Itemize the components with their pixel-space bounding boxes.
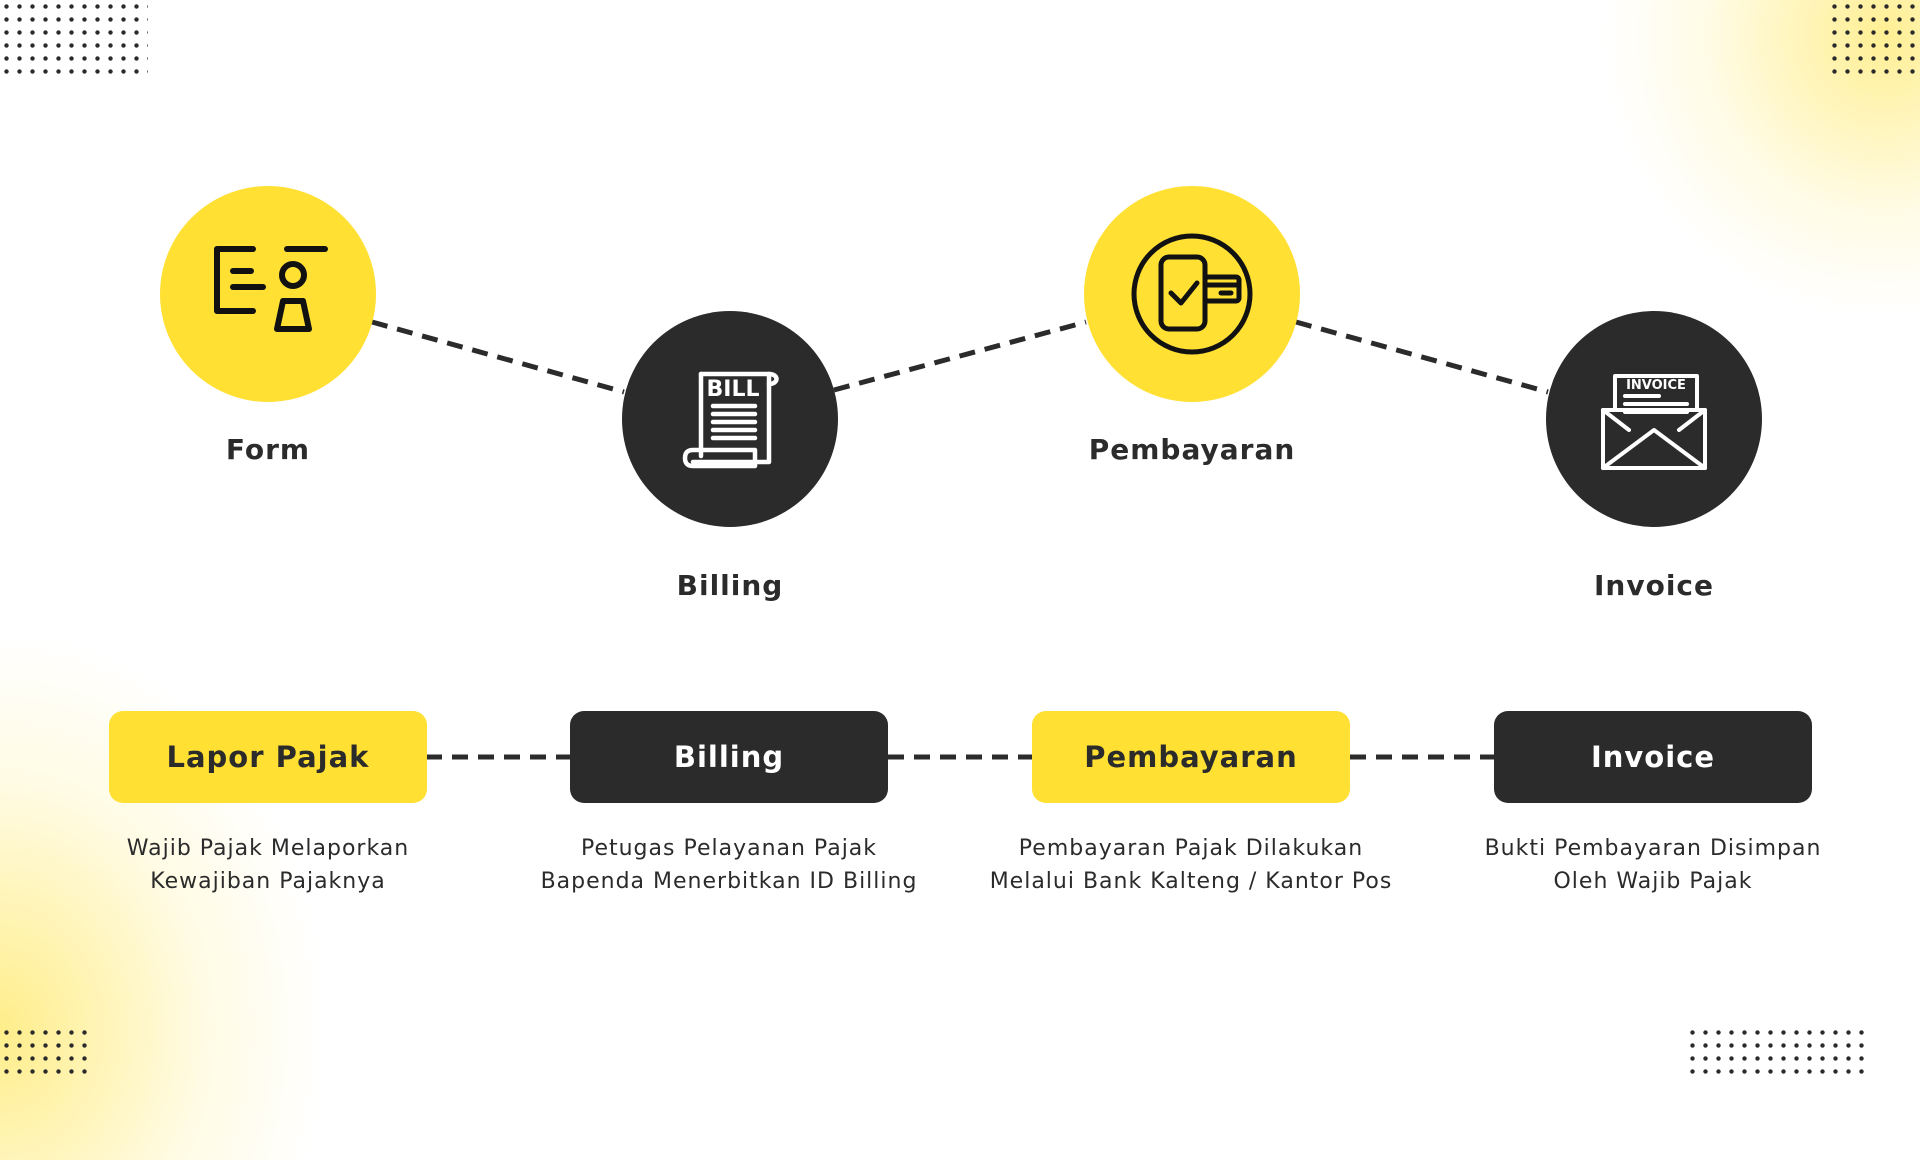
desc-line: Pembayaran Pajak Dilakukan [1018, 836, 1364, 861]
desc-line: Bukti Pembayaran Disimpan [1484, 836, 1822, 861]
connector-lines [371, 319, 1549, 760]
desc-line: Petugas Pelayanan Pajak [580, 836, 878, 861]
timeline-pill-lapor-pajak: Lapor Pajak [109, 711, 427, 803]
desc-line: Bapenda Menerbitkan ID Billing [540, 869, 918, 894]
timeline-pill-invoice: Invoice [1494, 711, 1812, 803]
step-node-pembayaran [1084, 186, 1300, 402]
bill-receipt-icon: BILL [682, 371, 779, 469]
step-node-invoice: INVOICE [1546, 311, 1762, 527]
step-node-billing: BILL [622, 311, 838, 527]
timeline-desc-billing: Petugas Pelayanan Pajak Bapenda Menerbit… [519, 832, 939, 898]
connector-pembayaran-invoice [1295, 319, 1549, 395]
step-label-pembayaran: Pembayaran [1088, 433, 1296, 466]
dot-pattern-top-right [1828, 0, 1920, 76]
bill-icon-text: BILL [707, 377, 760, 402]
step-label-form: Form [225, 433, 311, 466]
desc-line: Wajib Pajak Melaporkan [126, 836, 410, 861]
connector-form-billing [371, 319, 625, 395]
step-node-form [160, 186, 376, 402]
desc-line: Kewajiban Pajaknya [150, 869, 386, 894]
invoice-icon-text: INVOICE [1626, 378, 1686, 393]
form-user-icon [214, 246, 328, 332]
step-label-invoice: Invoice [1593, 569, 1715, 602]
phone-payment-icon [1131, 233, 1253, 355]
dot-pattern-top-left [0, 0, 148, 76]
dot-pattern-bottom-left [0, 1026, 94, 1080]
desc-line: Melalui Bank Kalteng / Kantor Pos [989, 869, 1393, 894]
timeline-pill-pembayaran: Pembayaran [1032, 711, 1350, 803]
dot-pattern-bottom-right [1686, 1026, 1870, 1080]
timeline-desc-invoice: Bukti Pembayaran Disimpan Oleh Wajib Paj… [1443, 832, 1863, 898]
connector-billing-pembayaran [833, 319, 1087, 393]
timeline-desc-lapor-pajak: Wajib Pajak Melaporkan Kewajiban Pajakny… [58, 832, 478, 898]
timeline-desc-pembayaran: Pembayaran Pajak Dilakukan Melalui Bank … [981, 832, 1401, 898]
desc-line: Oleh Wajib Pajak [1553, 869, 1753, 894]
step-label-billing: Billing [676, 569, 784, 602]
invoice-envelope-icon: INVOICE [1601, 374, 1707, 470]
timeline-pill-billing: Billing [570, 711, 888, 803]
